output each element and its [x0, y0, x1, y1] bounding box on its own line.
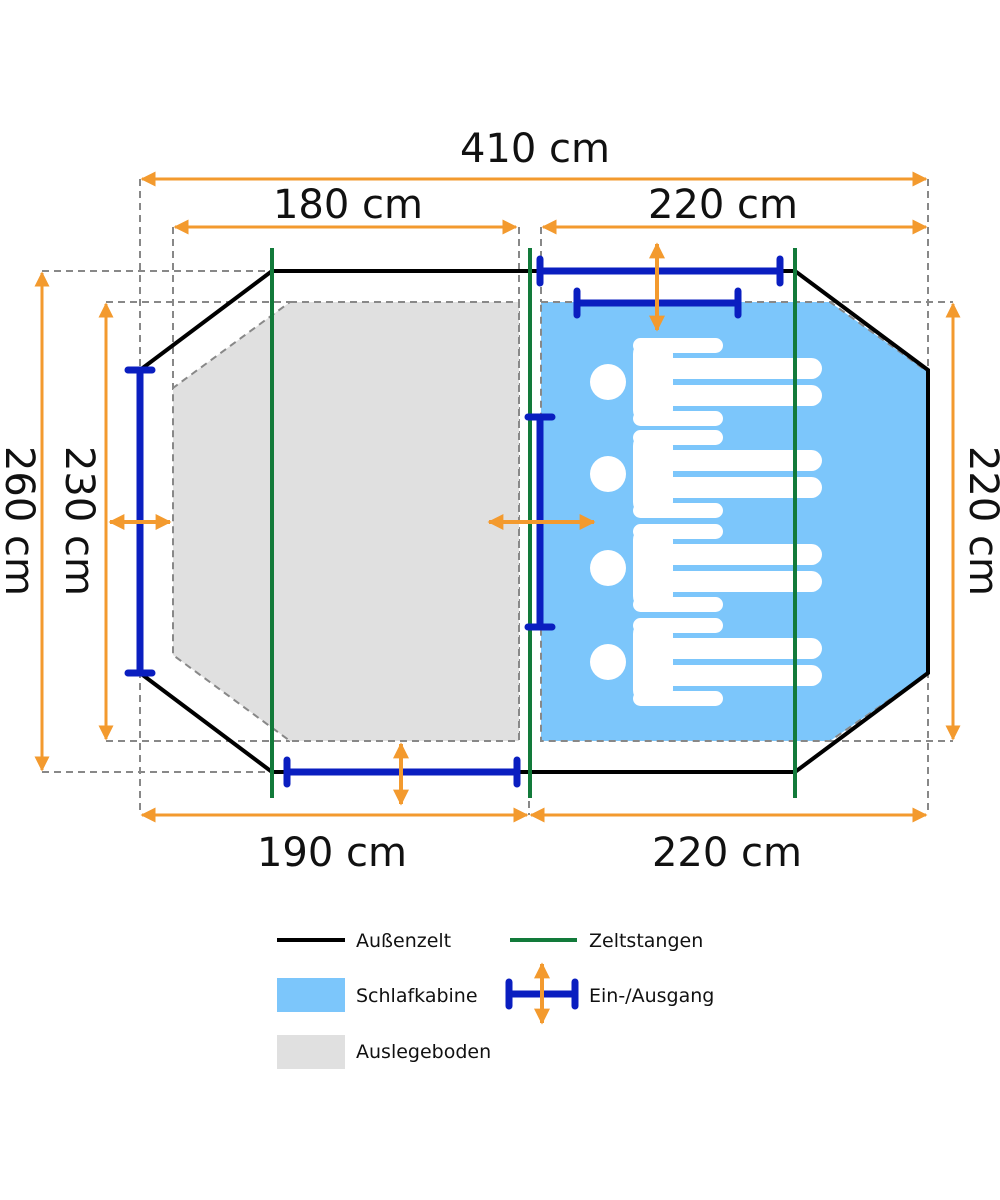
legend-sleeping-cabin-label: Schlafkabine — [356, 985, 478, 1007]
legend-sleeping-cabin-swatch — [277, 978, 345, 1012]
legend-floor-swatch — [277, 1035, 345, 1069]
outer-height-label: 260 cm — [0, 446, 42, 596]
ground-floor-area — [172, 301, 520, 742]
legend: Außenzelt Zeltstangen Schlafkabine Ein-/… — [277, 930, 714, 1069]
cabin-top-label: 220 cm — [648, 182, 798, 228]
vestibule-top-label: 180 cm — [273, 182, 423, 228]
vestibule-bottom-label: 190 cm — [257, 830, 407, 876]
legend-poles-label: Zeltstangen — [589, 930, 703, 952]
legend-entrance-icon — [505, 962, 579, 1025]
entrances — [124, 255, 784, 788]
total-length-label: 410 cm — [460, 126, 610, 172]
dimension-lines — [34, 171, 961, 823]
legend-entrance-label: Ein-/Ausgang — [589, 985, 714, 1007]
cabin-height-label: 220 cm — [960, 446, 1000, 596]
floor-height-label: 230 cm — [56, 446, 102, 596]
legend-floor-label: Auslegeboden — [356, 1041, 491, 1063]
legend-outer-tent-label: Außenzelt — [356, 930, 451, 952]
cabin-bottom-label: 220 cm — [652, 830, 802, 876]
entrance-arrows — [108, 242, 665, 806]
